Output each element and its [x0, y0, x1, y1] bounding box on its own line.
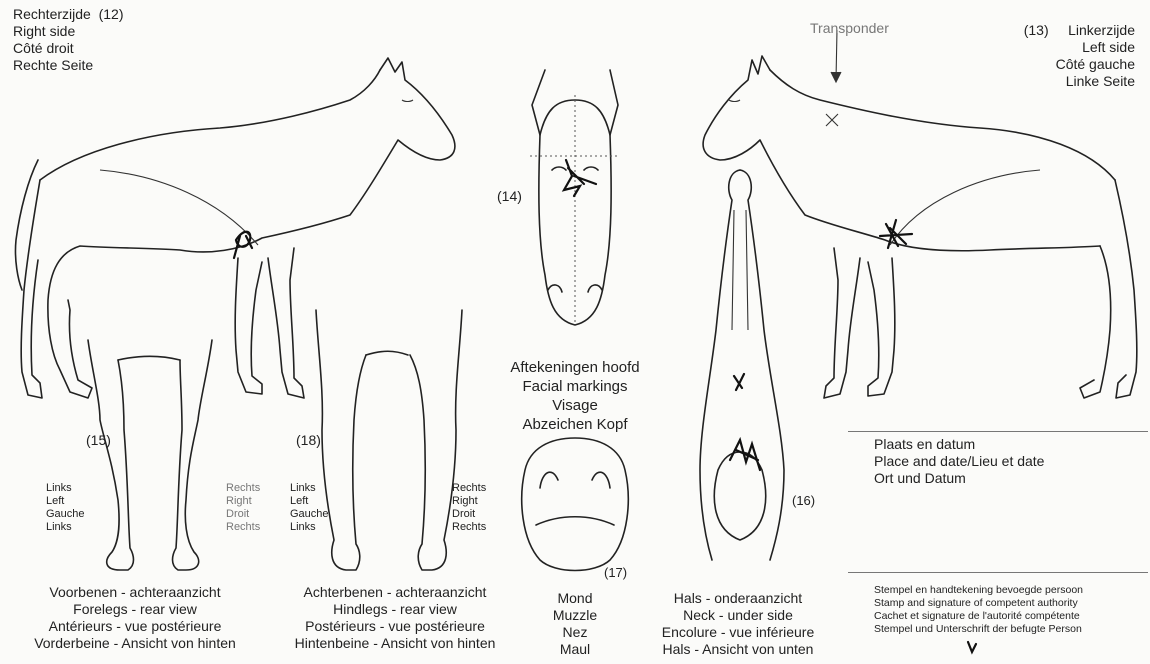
place-date-block: Plaats en datum Place and date/Lieu et d…	[874, 436, 1044, 487]
mark-neck-lower	[730, 440, 760, 470]
transponder-cross	[826, 114, 838, 126]
transponder-label: Transponder	[810, 20, 889, 37]
neck-caption: Hals - onderaanzicht Neck - under side E…	[638, 590, 838, 658]
neck-caption-4: Hals - Ansicht von unten	[638, 641, 838, 658]
right-side-line-2: Right side	[13, 23, 124, 40]
hindlegs-right-1: Rechts	[452, 482, 486, 495]
forelegs-right-3: Droit	[226, 508, 260, 521]
hindlegs-left-label: Links Left Gauche Links	[290, 482, 329, 534]
stamp-block: Stempel en handtekening bevoegde persoon…	[874, 584, 1083, 636]
hindlegs-right-4: Rechts	[452, 521, 486, 534]
place-date-line-3: Ort und Datum	[874, 470, 1044, 487]
muzzle-caption-1: Mond	[530, 590, 620, 607]
forelegs-right-label: Rechts Right Droit Rechts	[226, 482, 260, 534]
neck-number: (16)	[792, 492, 815, 509]
hindlegs-caption-4: Hintenbeine - Ansicht von hinten	[265, 635, 525, 652]
right-side-line-4: Rechte Seite	[13, 57, 124, 74]
place-date-line-1: Plaats en datum	[874, 436, 1044, 453]
left-side-line-4: Linke Seite	[1024, 73, 1135, 90]
muzzle-caption-2: Muzzle	[530, 607, 620, 624]
stamp-rule	[848, 572, 1148, 573]
hindlegs-caption-1: Achterbenen - achteraanzicht	[265, 584, 525, 601]
forelegs-left-2: Left	[46, 495, 85, 508]
left-side-line-3: Côté gauche	[1024, 56, 1135, 73]
head-caption-line-2: Facial markings	[490, 377, 660, 396]
horse-left-side-outline	[703, 56, 1137, 398]
hindlegs-outline	[316, 310, 462, 570]
forelegs-right-4: Rechts	[226, 521, 260, 534]
hindlegs-right-2: Right	[452, 495, 486, 508]
muzzle-caption-3: Nez	[530, 624, 620, 641]
mark-neck-upper	[734, 374, 744, 390]
muzzle-number: (17)	[604, 564, 627, 581]
hindlegs-left-1: Links	[290, 482, 329, 495]
forelegs-left-3: Gauche	[46, 508, 85, 521]
left-side-heading: (13) Linkerzijde Left side Côté gauche L…	[1024, 22, 1135, 90]
mark-right-side	[234, 232, 252, 258]
muzzle-outline	[522, 438, 629, 571]
stamp-line-1: Stempel en handtekening bevoegde persoon	[874, 584, 1083, 597]
signature-mark	[968, 642, 976, 652]
hindlegs-caption-2: Hindlegs - rear view	[265, 601, 525, 618]
forelegs-right-1: Rechts	[226, 482, 260, 495]
neck-caption-2: Neck - under side	[638, 607, 838, 624]
neck-caption-1: Hals - onderaanzicht	[638, 590, 838, 607]
horse-right-side-outline	[15, 58, 454, 398]
forelegs-caption: Voorbenen - achteraanzicht Forelegs - re…	[10, 584, 260, 652]
forelegs-outline	[88, 340, 212, 570]
place-date-rule	[848, 431, 1148, 432]
forelegs-caption-3: Antérieurs - vue postérieure	[10, 618, 260, 635]
hindlegs-number: (18)	[296, 432, 321, 449]
place-date-line-2: Place and date/Lieu et date	[874, 453, 1044, 470]
forelegs-left-1: Links	[46, 482, 85, 495]
right-side-heading: Rechterzijde (12) Right side Côté droit …	[13, 6, 124, 74]
hindlegs-left-4: Links	[290, 521, 329, 534]
head-caption-line-1: Aftekeningen hoofd	[490, 358, 660, 377]
muzzle-caption-4: Maul	[530, 641, 620, 658]
stamp-line-4: Stempel und Unterschrift der befugte Per…	[874, 623, 1083, 636]
head-caption-line-4: Abzeichen Kopf	[490, 415, 660, 434]
head-caption: Aftekeningen hoofd Facial markings Visag…	[490, 358, 660, 434]
hindlegs-caption: Achterbenen - achteraanzicht Hindlegs - …	[265, 584, 525, 652]
hindlegs-left-3: Gauche	[290, 508, 329, 521]
hindlegs-right-3: Droit	[452, 508, 486, 521]
neck-caption-3: Encolure - vue inférieure	[638, 624, 838, 641]
stamp-line-2: Stamp and signature of competent authori…	[874, 597, 1083, 610]
forelegs-right-2: Right	[226, 495, 260, 508]
left-side-line-1: Linkerzijde	[1068, 22, 1135, 38]
hindlegs-left-2: Left	[290, 495, 329, 508]
head-number: (14)	[497, 188, 522, 205]
head-caption-line-3: Visage	[490, 396, 660, 415]
hindlegs-right-label: Rechts Right Droit Rechts	[452, 482, 486, 534]
forelegs-left-label: Links Left Gauche Links	[46, 482, 85, 534]
neck-underside-outline	[700, 170, 784, 560]
left-side-number: (13)	[1024, 22, 1049, 38]
mark-head	[564, 160, 596, 196]
stamp-line-3: Cachet et signature de l'autorité compét…	[874, 610, 1083, 623]
hindlegs-caption-3: Postérieurs - vue postérieure	[265, 618, 525, 635]
forelegs-number: (15)	[86, 432, 111, 449]
forelegs-caption-1: Voorbenen - achteraanzicht	[10, 584, 260, 601]
muzzle-caption: Mond Muzzle Nez Maul	[530, 590, 620, 658]
forelegs-caption-2: Forelegs - rear view	[10, 601, 260, 618]
left-side-line-2: Left side	[1024, 39, 1135, 56]
right-side-line-1: Rechterzijde	[13, 6, 91, 22]
forelegs-caption-4: Vorderbeine - Ansicht von hinten	[10, 635, 260, 652]
forelegs-left-4: Links	[46, 521, 85, 534]
right-side-number: (12)	[99, 6, 124, 22]
right-side-line-3: Côté droit	[13, 40, 124, 57]
